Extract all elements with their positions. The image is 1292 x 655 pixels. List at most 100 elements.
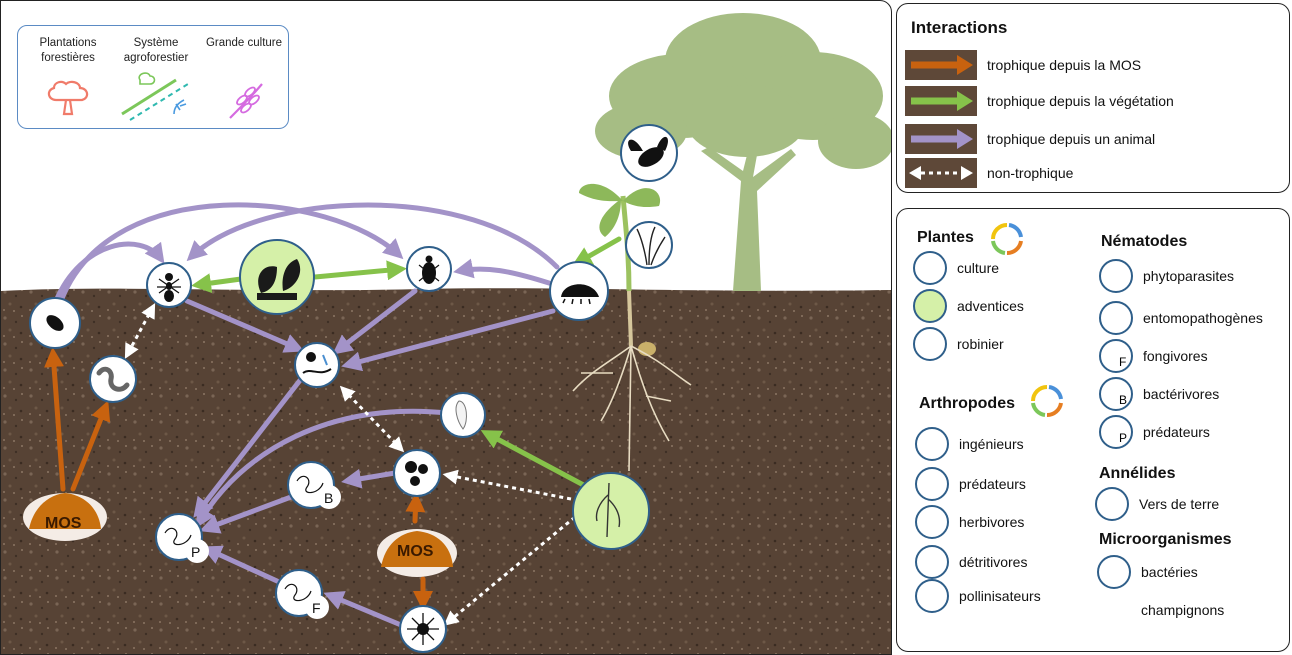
microorganismes-title: Microorganismes	[1099, 531, 1232, 548]
interaction-vegetation: trophique depuis la végétation	[905, 84, 1275, 120]
mos-label-left: MOS	[45, 515, 82, 532]
arrow-crop-to-herbivore	[571, 236, 622, 266]
nematode-predator-icon: P	[1099, 415, 1133, 449]
land-use-systems-box: Plantations forestières Système agrofore…	[17, 25, 289, 129]
legend-culture-label: culture	[957, 260, 1000, 276]
legend-predateurs-arthropodes-label: prédateurs	[959, 476, 1026, 492]
system-field-crops-label: Grande culture	[205, 37, 283, 49]
seedling-icon	[913, 289, 947, 323]
legend-herbivores-label: herbivores	[959, 514, 1025, 530]
arrow-mos-to-bacteria	[405, 492, 426, 524]
bacteria-icon	[1097, 555, 1131, 589]
interaction-mos-label: trophique depuis la MOS	[987, 57, 1142, 73]
system-field-crops: Grande culture	[200, 36, 288, 51]
nematodes-title: Nématodes	[1101, 233, 1188, 250]
interactions-title: Interactions	[911, 18, 1008, 37]
node-weeds	[239, 239, 315, 315]
system-agroforestry-label: Système agroforestier	[123, 37, 189, 64]
node-roots	[572, 472, 650, 550]
node-herbivore	[549, 261, 609, 321]
woodlouse-icon	[915, 505, 949, 539]
legend-entomopathogenes-label: entomopathogènes	[1143, 310, 1263, 326]
legend-adventices-label: adventices	[957, 298, 1024, 314]
food-web-canvas: B P F	[1, 13, 891, 654]
cycle-icon	[991, 223, 1023, 256]
node-engineer	[146, 262, 192, 308]
tree-icon	[47, 80, 89, 116]
arrow-fungi-to-nematode-f	[323, 591, 404, 628]
legend-pollinisateurs-label: pollinisateurs	[959, 588, 1041, 604]
legend-detritivores-label: détritivores	[959, 554, 1028, 570]
node-phytoparasite	[440, 392, 486, 438]
mos-label-center: MOS	[397, 543, 434, 560]
arrow-entomopathogen-to-nematode-p	[193, 376, 304, 518]
wheat-icon	[229, 83, 263, 119]
arrow-herbivore-to-engineer	[186, 202, 560, 270]
system-agroforestry: Système agroforestier	[112, 36, 200, 66]
arrow-mos-to-earthworm	[70, 400, 111, 492]
interaction-vegetation-label: trophique depuis la végétation	[987, 93, 1174, 109]
legend-fongivores-letter: F	[1119, 355, 1127, 369]
nematode-fungivore-icon: F	[1099, 339, 1133, 373]
arrow-nontrophic-roots-bacteria	[442, 469, 572, 501]
cycle-icon	[1031, 385, 1063, 418]
system-forest-plantations-label: Plantations forestières	[39, 37, 97, 64]
arrow-detritivore-to-predator	[58, 202, 404, 304]
node-fungi	[399, 605, 447, 653]
arrow-nematode-b-to-nematode-p	[199, 494, 294, 534]
legend-vers-de-terre-label: Vers de terre	[1139, 496, 1220, 512]
robinier-tree-illustration	[595, 13, 891, 291]
arrow-weeds-to-engineer	[191, 273, 244, 294]
earthworm-icon	[1095, 487, 1129, 521]
arthropodes-title: Arthropodes	[919, 395, 1015, 412]
interaction-animal-swatch	[905, 124, 977, 154]
millipede-icon	[915, 545, 949, 579]
node-bacteria	[393, 449, 441, 497]
legend-fongivores-label: fongivores	[1143, 348, 1208, 364]
tree-icon	[913, 327, 947, 361]
mos-pile-center: MOS	[377, 529, 457, 577]
nematode-f-letter: F	[312, 600, 321, 616]
interaction-animal-label: trophique depuis un animal	[987, 131, 1156, 147]
node-earthworm	[89, 355, 137, 403]
node-detritivore	[29, 297, 81, 349]
annelides-title: Annélides	[1099, 465, 1176, 482]
arrow-nematode-f-to-nematode-p	[201, 545, 280, 584]
nematode-bacterivore-icon: B	[1099, 377, 1133, 411]
beetle-icon	[915, 467, 949, 501]
interaction-nontrophic-swatch	[905, 158, 977, 188]
interaction-vegetation-swatch	[905, 86, 977, 116]
arrow-herbivore-to-predator	[453, 258, 552, 286]
arrow-herbivore-to-entomopathogen	[341, 308, 556, 372]
nematode-p-letter: P	[191, 544, 200, 560]
arrow-engineer-to-entomopathogen	[184, 298, 305, 353]
node-predator	[406, 246, 452, 292]
interaction-mos: trophique depuis la MOS	[905, 48, 1275, 84]
agroforestry-icon	[121, 72, 189, 121]
wheat-ear-icon	[913, 251, 947, 285]
interaction-nontrophic-label: non-trophique	[987, 165, 1074, 181]
food-web-diagram: B P F	[0, 0, 892, 655]
legend-predateurs-nematodes-letter: P	[1119, 431, 1128, 445]
nematode-b-letter: B	[324, 490, 333, 506]
legend-bacterivores-label: bactérivores	[1143, 386, 1220, 402]
legend-ingenieurs-label: ingénieurs	[959, 436, 1024, 452]
plantes-title: Plantes	[917, 229, 974, 246]
legend-predateurs-nematodes-label: prédateurs	[1143, 424, 1210, 440]
legend-champignons-label: champignons	[1141, 602, 1225, 618]
ant-icon	[915, 427, 949, 461]
nematode-phytoparasite-icon	[1099, 259, 1133, 293]
arrow-bacteria-to-nematode-b	[341, 468, 398, 489]
legend-phytoparasites-label: phytoparasites	[1143, 268, 1235, 284]
legend-robinier-label: robinier	[957, 336, 1004, 352]
node-nematode-p: P	[155, 513, 209, 563]
node-nematode-f: F	[275, 569, 329, 619]
node-pollinator	[620, 124, 678, 182]
arrow-predator-to-entomopathogen	[332, 288, 418, 355]
arrow-nontrophic-entomopathogen-bacteria	[339, 385, 405, 453]
fungi-icon	[1097, 593, 1131, 627]
arrow-nontrophic-roots-fungi	[443, 515, 576, 626]
arrow-weeds-to-predator	[312, 260, 407, 281]
node-entomopathogen	[294, 342, 340, 388]
interaction-mos-swatch	[905, 50, 977, 80]
